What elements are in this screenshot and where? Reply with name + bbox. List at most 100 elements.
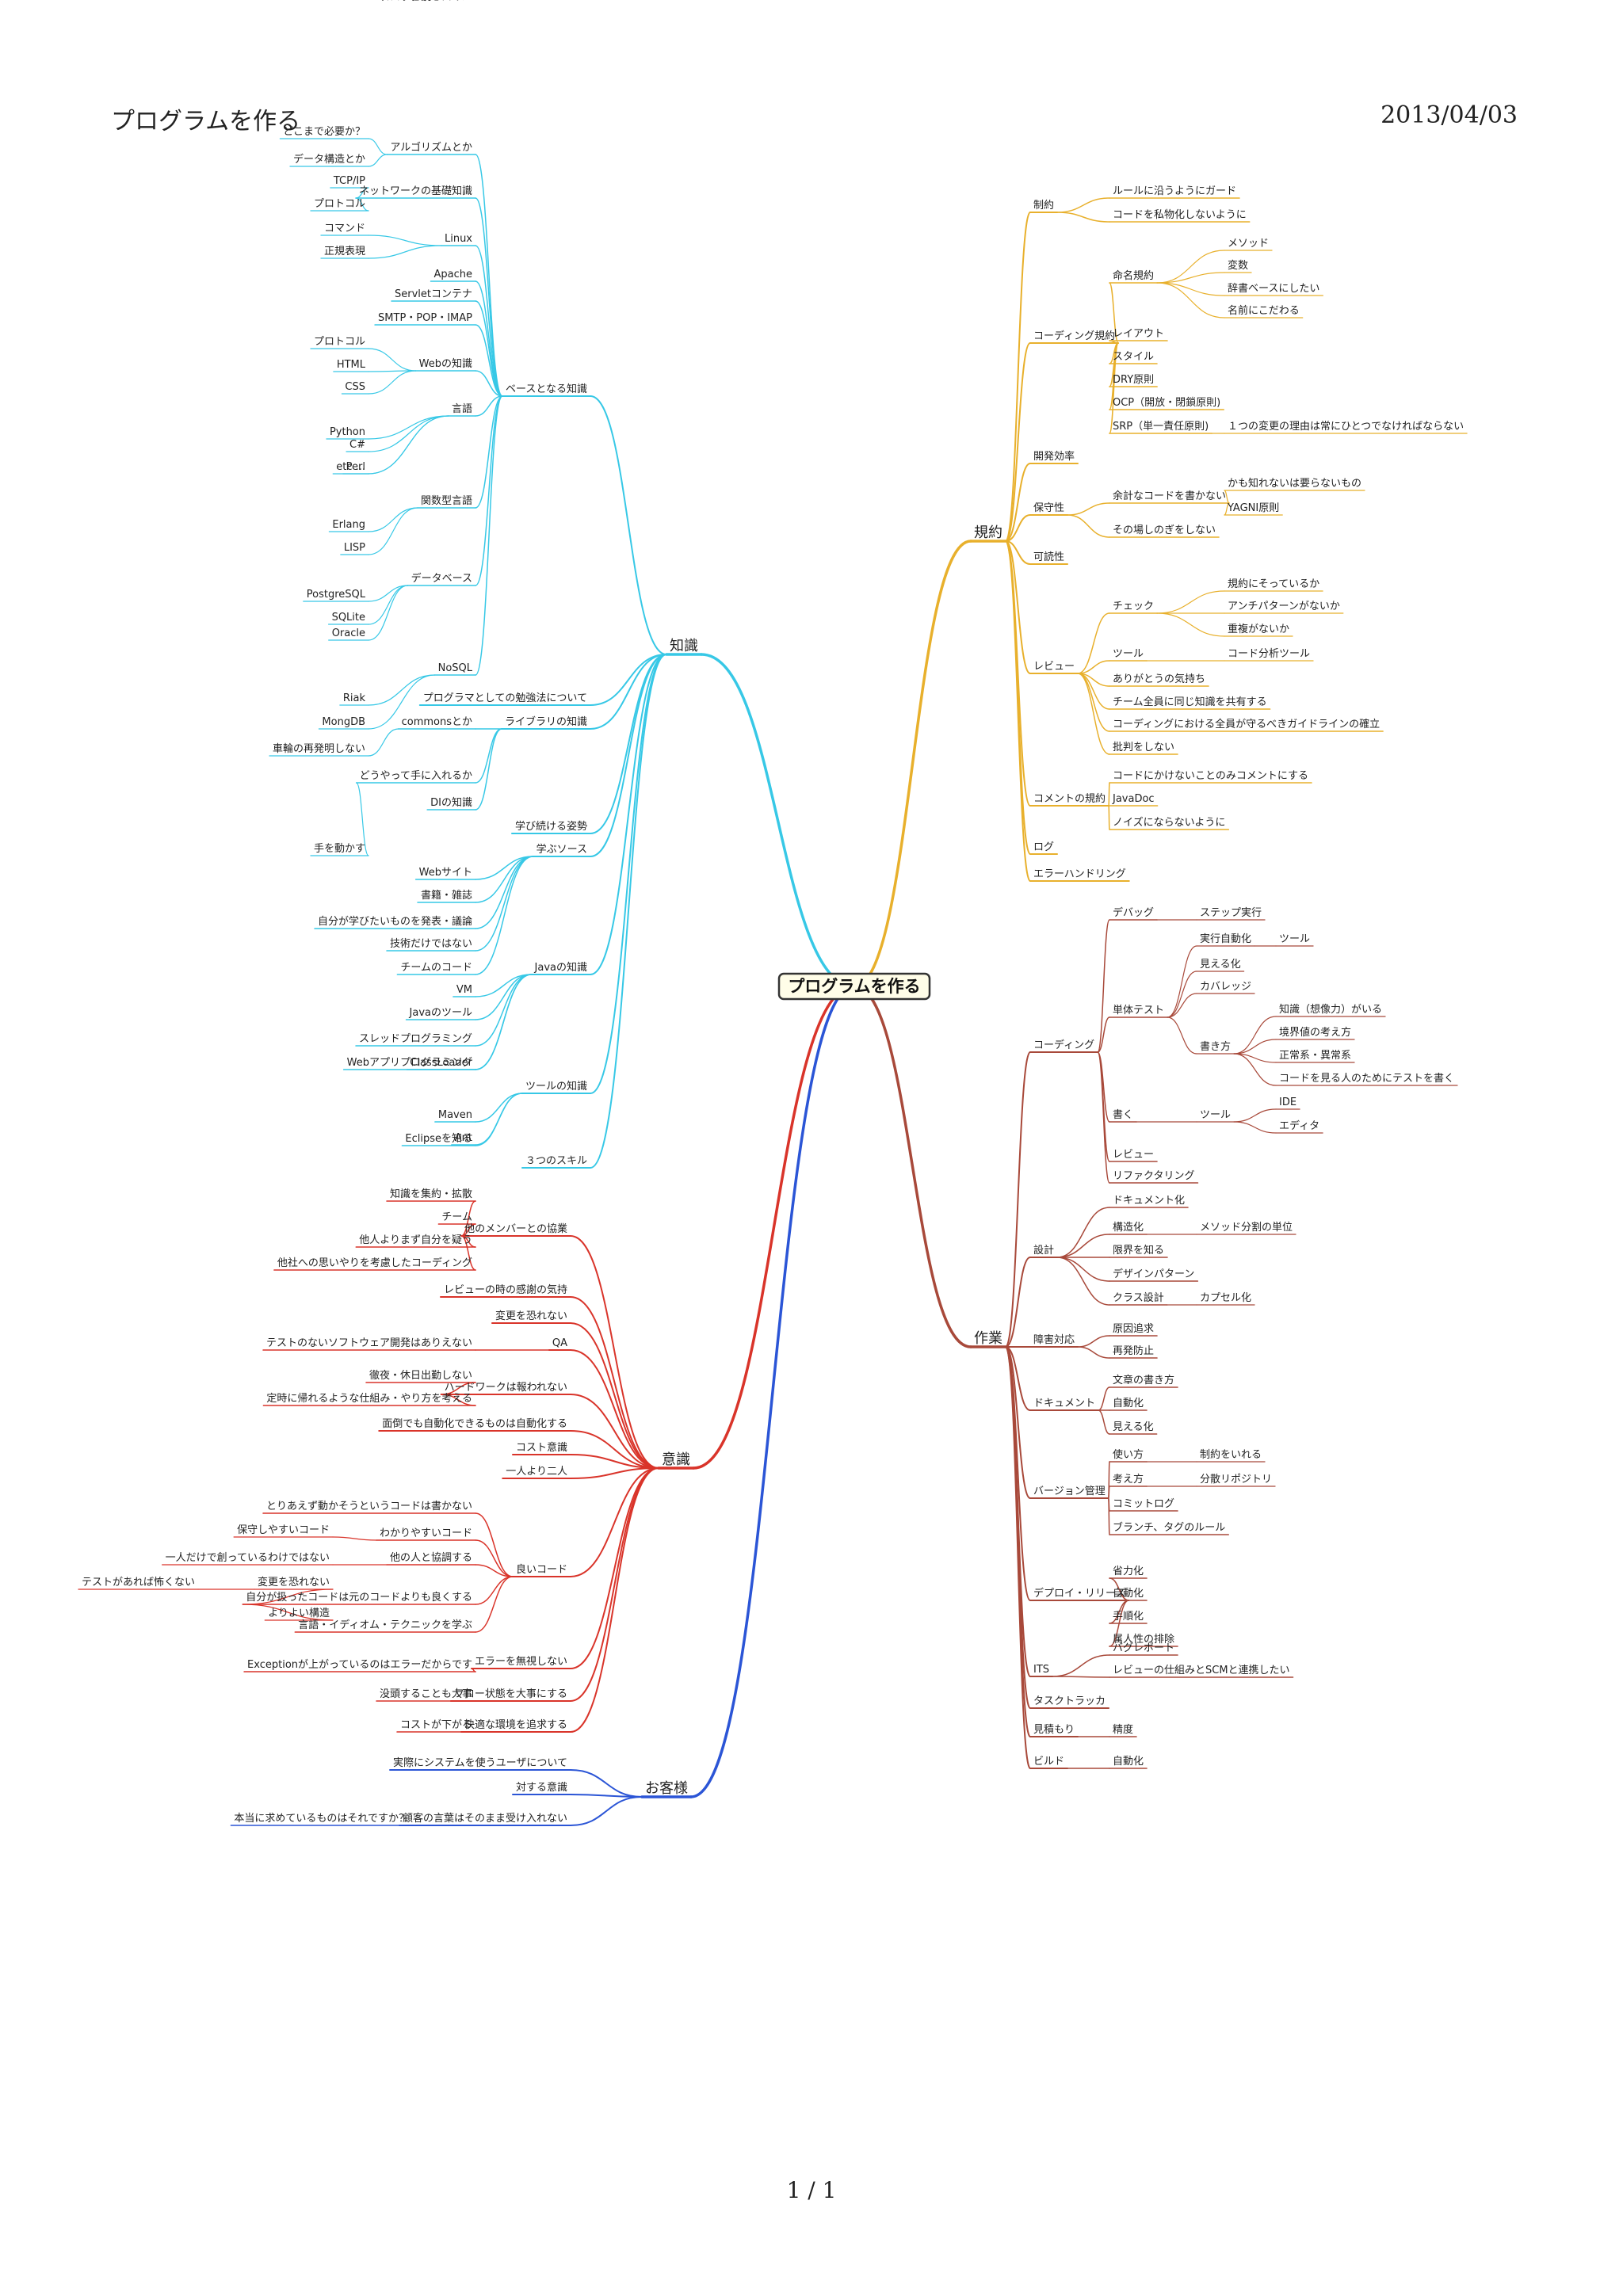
node-label[interactable]: 構造化 [1113,1222,1144,1234]
node-label[interactable]: コードを見る人のためにテストを書く [1279,1073,1454,1085]
node-label[interactable]: クラス設計 [1113,1291,1164,1304]
node-label[interactable]: 実行自動化 [1200,933,1251,945]
node-label[interactable]: QA [552,1337,567,1349]
node-label[interactable]: カバレッジ [1200,981,1251,993]
node-label[interactable]: Maven [438,1109,472,1121]
node-label[interactable]: コードを読むスキル [380,0,472,3]
node-label[interactable]: Riak [343,692,366,704]
node-label[interactable]: チームのコード [400,962,472,974]
node-label[interactable]: プログラマとしての勉強法について [423,692,587,704]
node-label[interactable]: Ant [455,1132,472,1144]
node-label[interactable]: レビューの時の感謝の気持 [444,1283,567,1296]
branch-label[interactable]: お客様 [645,1780,688,1797]
node-label[interactable]: デバッグ [1113,906,1154,919]
node-label[interactable]: バグレポート [1113,1642,1174,1654]
node-label[interactable]: ドキュメント [1033,1398,1095,1409]
node-label[interactable]: ITS [1033,1664,1049,1676]
node-label[interactable]: ノイズにならないように [1113,816,1225,829]
node-label[interactable]: 可読性 [1033,551,1064,563]
node-label[interactable]: CSS [345,381,365,393]
node-label[interactable]: デプロイ・リリース [1033,1587,1125,1600]
node-label[interactable]: バージョン管理 [1033,1486,1106,1497]
node-label[interactable]: LISP [344,542,365,554]
node-label[interactable]: アンチパターンがないか [1228,601,1340,612]
node-label[interactable]: C# [349,439,365,451]
node-label[interactable]: チーム [441,1211,472,1223]
node-label[interactable]: 見える化 [1113,1421,1154,1433]
node-label[interactable]: 辞書ベースにしたい [1228,283,1319,295]
node-label[interactable]: OCP（開放・閉鎖原則) [1113,396,1220,409]
node-label[interactable]: 変更を恐れない [258,1576,330,1589]
node-label[interactable]: 自動化 [1113,1398,1144,1409]
node-label[interactable]: SRP（単一責任原則) [1113,420,1209,433]
node-label[interactable]: 開発効率 [1033,450,1075,463]
node-label[interactable]: 学び続ける姿勢 [515,820,587,833]
node-label[interactable]: ツール [1200,1109,1231,1121]
node-label[interactable]: 書く [1113,1109,1133,1121]
node-label[interactable]: 原因追求 [1113,1322,1154,1335]
node-label[interactable]: ステップ実行 [1200,906,1262,919]
node-label[interactable]: 制約 [1033,200,1054,212]
node-label[interactable]: コード分析ツール [1228,648,1310,660]
node-label[interactable]: 一人だけで創っているわけではない [166,1552,330,1564]
node-label[interactable]: ライブラリの知識 [505,715,587,728]
node-label[interactable]: 面倒でも自動化できるものは自動化する [382,1418,567,1430]
node-label[interactable]: 言語 [452,402,472,415]
node-label[interactable]: レビュー [1113,1149,1154,1161]
node-label[interactable]: 名前にこだわる [1228,304,1300,317]
node-label[interactable]: 他の人と協調する [390,1552,472,1564]
node-label[interactable]: 良いコード [516,1563,567,1576]
node-label[interactable]: 技術だけではない [390,938,472,950]
node-label[interactable]: 対する意識 [516,1781,567,1794]
node-label[interactable]: commonsとか [402,716,472,728]
node-label[interactable]: 境界値の考え方 [1279,1026,1351,1039]
node-label[interactable]: メソッド [1228,238,1269,250]
branch-label[interactable]: 意識 [662,1451,690,1468]
node-label[interactable]: よりよい構造 [268,1608,330,1619]
node-label[interactable]: 言語・イディオム・テクニックを学ぶ [298,1619,472,1631]
node-label[interactable]: ドキュメント化 [1113,1195,1185,1207]
node-label[interactable]: カプセル化 [1200,1292,1251,1304]
node-label[interactable]: 他人よりまず自分を疑う [359,1234,472,1246]
node-label[interactable]: プロトコル [314,336,365,348]
node-label[interactable]: 他のメンバーとの協業 [464,1222,567,1235]
node-label[interactable]: 見える化 [1200,959,1241,971]
node-label[interactable]: Javaの知識 [534,961,587,974]
node-label[interactable]: コメントの規約 [1033,793,1106,805]
node-label[interactable]: ハードワークは報われない [445,1382,567,1394]
node-label[interactable]: レビューの仕組みとSCMと連携したい [1113,1664,1290,1676]
node-label[interactable]: ログ [1033,841,1054,853]
node-label[interactable]: かも知れないは要らないもの [1228,477,1361,490]
node-label[interactable]: NoSQL [438,662,473,674]
node-label[interactable]: コーディングにおける全員が守るべきガイドラインの確立 [1113,718,1380,730]
node-label[interactable]: YAGNI原則 [1227,502,1279,514]
node-label[interactable]: エラーハンドリング [1033,868,1126,880]
node-label[interactable]: PostgreSQL [307,589,366,601]
node-label[interactable]: わかりやすいコード [380,1527,472,1539]
node-label[interactable]: Javaのツール [409,1007,472,1019]
node-label[interactable]: レイアウト [1113,328,1164,340]
node-label[interactable]: リファクタリング [1113,1170,1194,1182]
node-label[interactable]: ベースとなる知識 [506,383,587,395]
node-label[interactable]: 考え方 [1113,1473,1144,1486]
node-label[interactable]: Python [330,426,365,438]
node-label[interactable]: 自分が学びたいものを発表・議論 [318,915,472,928]
node-label[interactable]: ツールの知識 [525,1080,587,1093]
node-label[interactable]: 実際にシステムを使うユーザについて [393,1756,567,1769]
node-label[interactable]: 限界を知る [1113,1244,1164,1257]
node-label[interactable]: 定時に帰れるような仕組み・やり方を考える [266,1392,472,1405]
node-label[interactable]: Eclipseを知る [405,1132,472,1145]
node-label[interactable]: スタイル [1113,351,1154,363]
node-label[interactable]: 徹夜・休日出勤しない [369,1370,472,1382]
node-label[interactable]: ツール [1279,933,1310,945]
node-label[interactable]: ClassLoader [410,1057,472,1069]
node-label[interactable]: とりあえず動かそうというコードは書かない [266,1501,472,1512]
node-label[interactable]: デバッグするスキル [380,0,472,3]
node-label[interactable]: Servletコンテナ [395,288,472,300]
node-label[interactable]: フロー状態を大事にする [454,1688,567,1700]
node-label[interactable]: テストがあれば怖くない [82,1576,195,1589]
node-label[interactable]: データ構造とか [293,153,365,166]
node-label[interactable]: DIの知識 [430,796,472,809]
node-label[interactable]: 省力化 [1113,1566,1144,1577]
node-label[interactable]: VM [456,984,472,996]
